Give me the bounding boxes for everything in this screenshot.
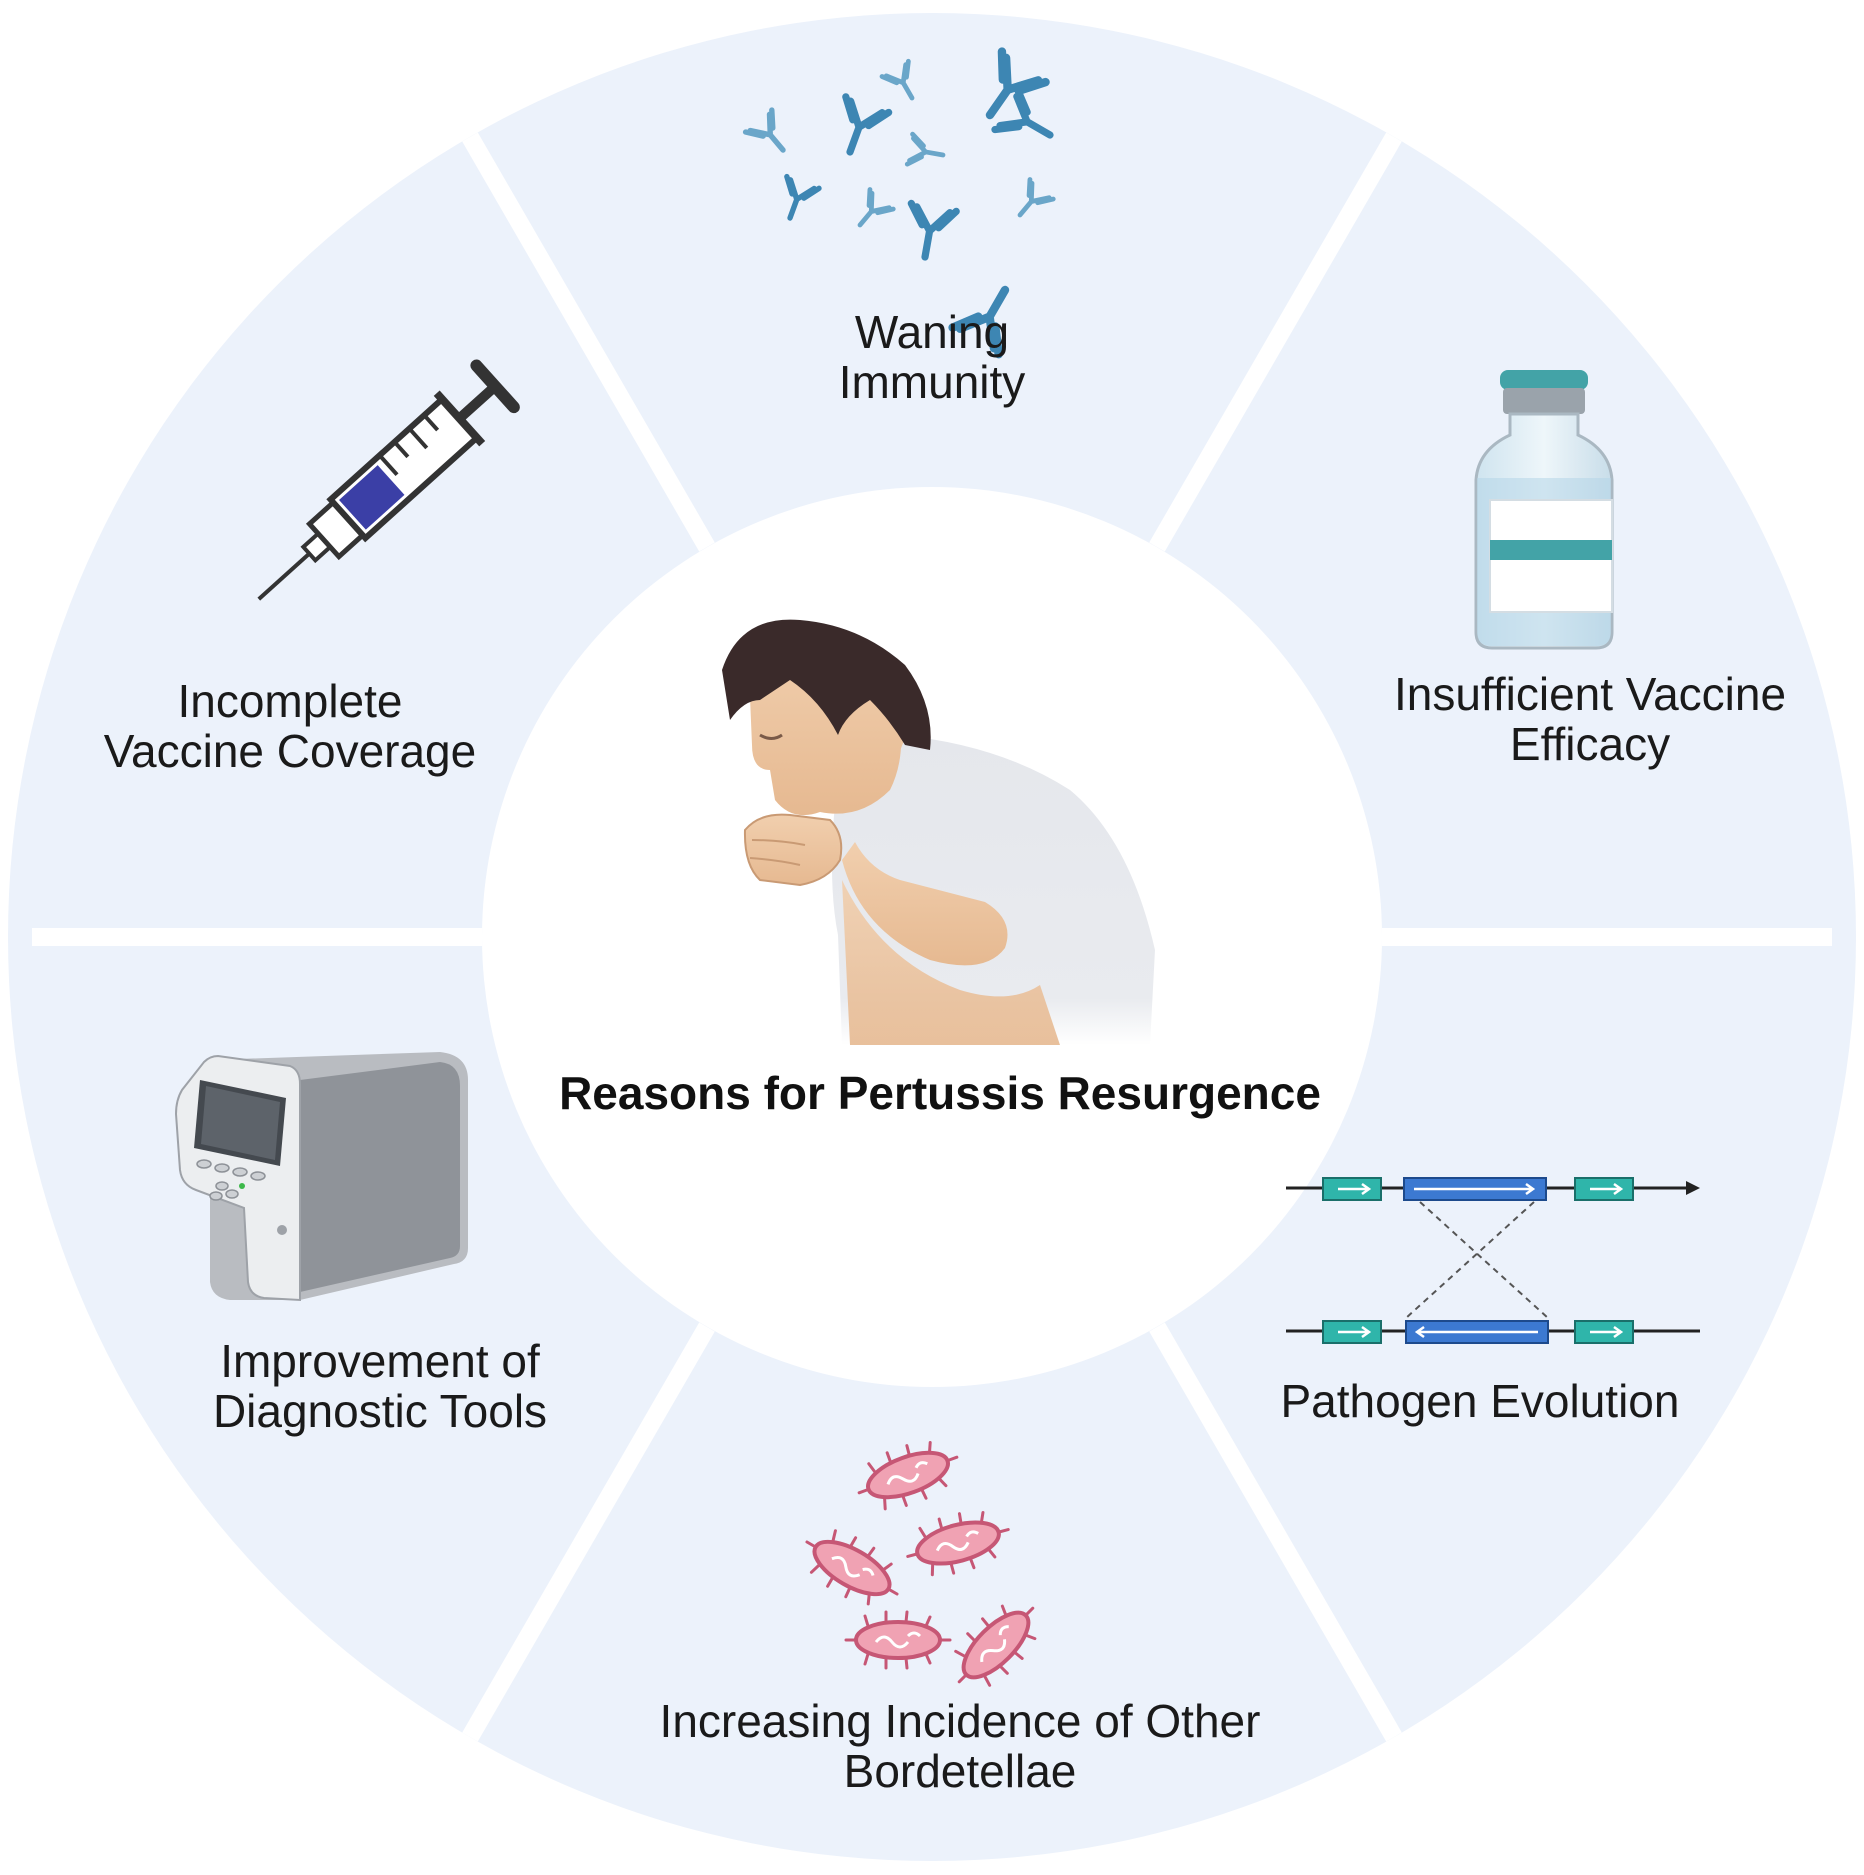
diagram-title: Reasons for Pertussis Resurgence: [559, 1067, 1321, 1119]
label-pathogen-evolution: Pathogen Evolution: [1280, 1375, 1680, 1427]
label-other-bordetellae: Increasing Incidence of Other Bordetella…: [659, 1695, 1261, 1797]
label-insufficient-vaccine-efficacy: Insufficient Vaccine Efficacy: [1393, 668, 1787, 770]
label-waning-immunity: Waning Immunity: [838, 306, 1026, 408]
syringe-icon: [257, 359, 520, 601]
label-diagnostic-tools: Improvement of Diagnostic Tools: [212, 1335, 548, 1437]
label-vaccine-coverage: Incomplete Vaccine Coverage: [103, 675, 477, 777]
coughing-person-icon: [722, 619, 1155, 1045]
segment-separators: [32, 132, 1832, 1742]
gene-rearrangement-icon: [1286, 1177, 1700, 1344]
diagnostic-analyzer-icon: [174, 1052, 468, 1302]
vaccine-vial-icon: [1474, 370, 1614, 650]
